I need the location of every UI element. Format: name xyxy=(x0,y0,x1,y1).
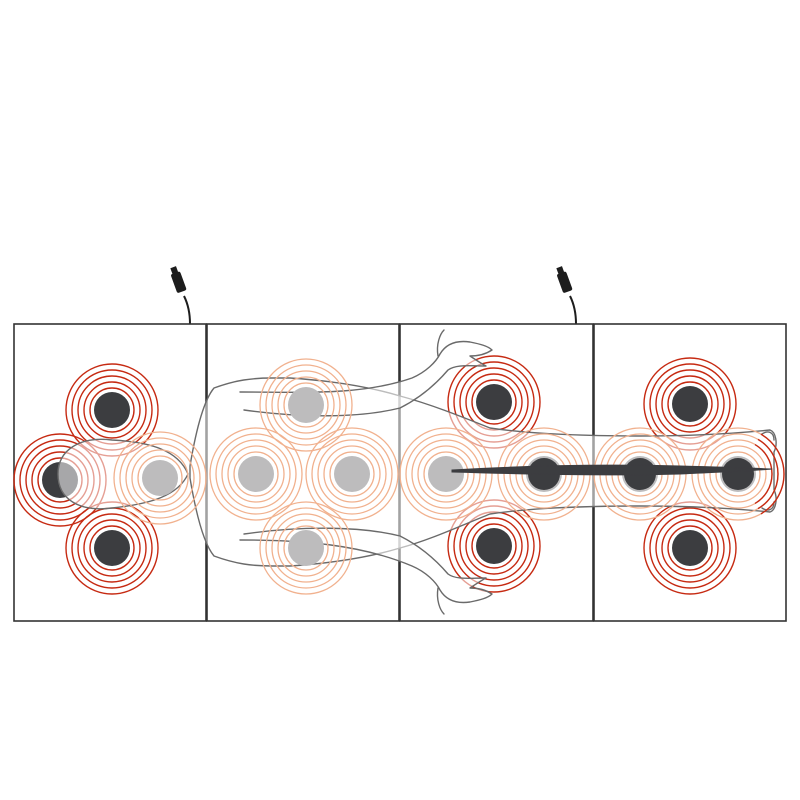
heat-ring xyxy=(221,439,291,509)
heat-ring xyxy=(465,517,523,575)
heat-ring xyxy=(471,523,517,569)
heater-pad xyxy=(288,530,324,566)
power-cable-icon xyxy=(170,266,191,325)
heat-ring xyxy=(271,370,341,440)
heating-zone xyxy=(447,499,541,593)
heating-zone xyxy=(113,431,207,525)
heater-pad xyxy=(476,528,512,564)
heating-zone xyxy=(305,427,399,521)
heater-pad-legs xyxy=(722,458,754,490)
heating-zone xyxy=(209,427,303,521)
heat-ring xyxy=(661,519,719,577)
heat-ring xyxy=(89,387,135,433)
heat-ring xyxy=(209,427,303,521)
heat-ring xyxy=(399,427,493,521)
heat-ring xyxy=(757,438,779,510)
heater-pad xyxy=(94,392,130,428)
heat-ring xyxy=(283,382,329,428)
heat-ring xyxy=(411,439,481,509)
heat-ring xyxy=(709,445,767,503)
body-arm-bottom xyxy=(239,527,493,604)
heat-ring xyxy=(760,433,785,515)
heat-ring xyxy=(329,451,375,497)
heater-pad xyxy=(288,387,324,423)
heat-ring xyxy=(661,375,719,433)
heating-zone xyxy=(399,427,493,521)
heat-ring xyxy=(83,519,141,577)
heat-ring xyxy=(277,519,335,577)
heat-ring xyxy=(77,513,147,583)
heat-ring xyxy=(83,381,141,439)
heat-ring xyxy=(265,507,347,589)
heat-ring xyxy=(405,433,487,515)
heat-ring xyxy=(715,451,761,497)
heat-ring xyxy=(649,507,731,589)
heat-ring xyxy=(215,433,297,515)
heat-ring xyxy=(305,427,399,521)
body-leg-gap xyxy=(451,464,773,476)
heat-ring xyxy=(311,433,393,515)
heat-ring xyxy=(417,445,475,503)
body-thumb-top xyxy=(436,329,445,357)
heat-ring xyxy=(277,376,335,434)
heater-pad xyxy=(334,456,370,492)
power-cable-icon xyxy=(556,266,577,325)
heater-pad xyxy=(672,386,708,422)
heat-ring xyxy=(227,445,285,503)
heater-pad xyxy=(94,530,130,566)
heat-ring xyxy=(131,449,189,507)
heat-ring xyxy=(265,364,347,446)
heat-ring xyxy=(89,525,135,571)
heater-pad xyxy=(476,384,512,420)
heat-ring xyxy=(119,437,201,519)
heater-pad xyxy=(672,530,708,566)
heater-pad xyxy=(142,460,178,496)
heat-ring xyxy=(113,431,207,525)
heating-zone xyxy=(65,363,159,457)
heat-ring xyxy=(754,443,773,505)
heat-ring xyxy=(471,379,517,425)
heat-ring xyxy=(259,358,353,452)
heat-ring xyxy=(259,501,353,595)
heat-ring xyxy=(137,455,183,501)
heat-ring xyxy=(667,381,713,427)
heater-pad xyxy=(238,456,274,492)
heat-ring xyxy=(667,525,713,571)
body-thumb-bottom xyxy=(436,587,445,615)
heat-ring xyxy=(423,451,469,497)
heat-ring xyxy=(283,525,329,571)
heat-ring xyxy=(317,439,387,509)
heating-zone xyxy=(447,355,541,449)
heat-ring xyxy=(323,445,381,503)
heating-zone xyxy=(259,358,353,452)
heat-ring xyxy=(271,513,341,583)
power-cables xyxy=(170,266,577,325)
heat-ring xyxy=(125,443,195,513)
heat-ring xyxy=(655,513,725,583)
heat-ring xyxy=(233,451,279,497)
heating-zone xyxy=(643,501,737,595)
heating-zones-under-body xyxy=(113,358,785,595)
heater-pad xyxy=(428,456,464,492)
heating-zone xyxy=(259,501,353,595)
